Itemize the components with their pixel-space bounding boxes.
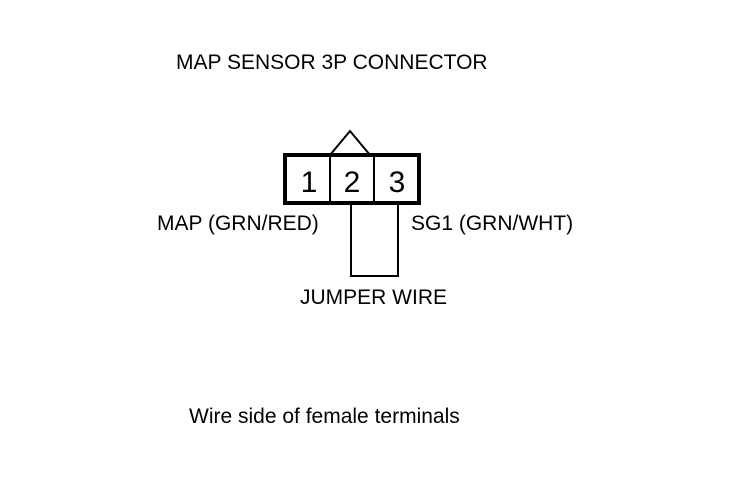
pin-1-number: 1	[301, 166, 318, 199]
pin-2-number: 2	[344, 166, 361, 199]
jumper-wire-label: JUMPER WIRE	[300, 286, 447, 309]
map-terminal-label: MAP (GRN/RED)	[157, 212, 319, 235]
diagram-title: MAP SENSOR 3P CONNECTOR	[176, 51, 488, 74]
view-caption: Wire side of female terminals	[189, 405, 460, 428]
jumper-wire	[350, 203, 399, 277]
sg1-terminal-label: SG1 (GRN/WHT)	[411, 212, 574, 235]
pin-3-number: 3	[389, 166, 406, 199]
connector-lock-tab	[329, 129, 371, 156]
